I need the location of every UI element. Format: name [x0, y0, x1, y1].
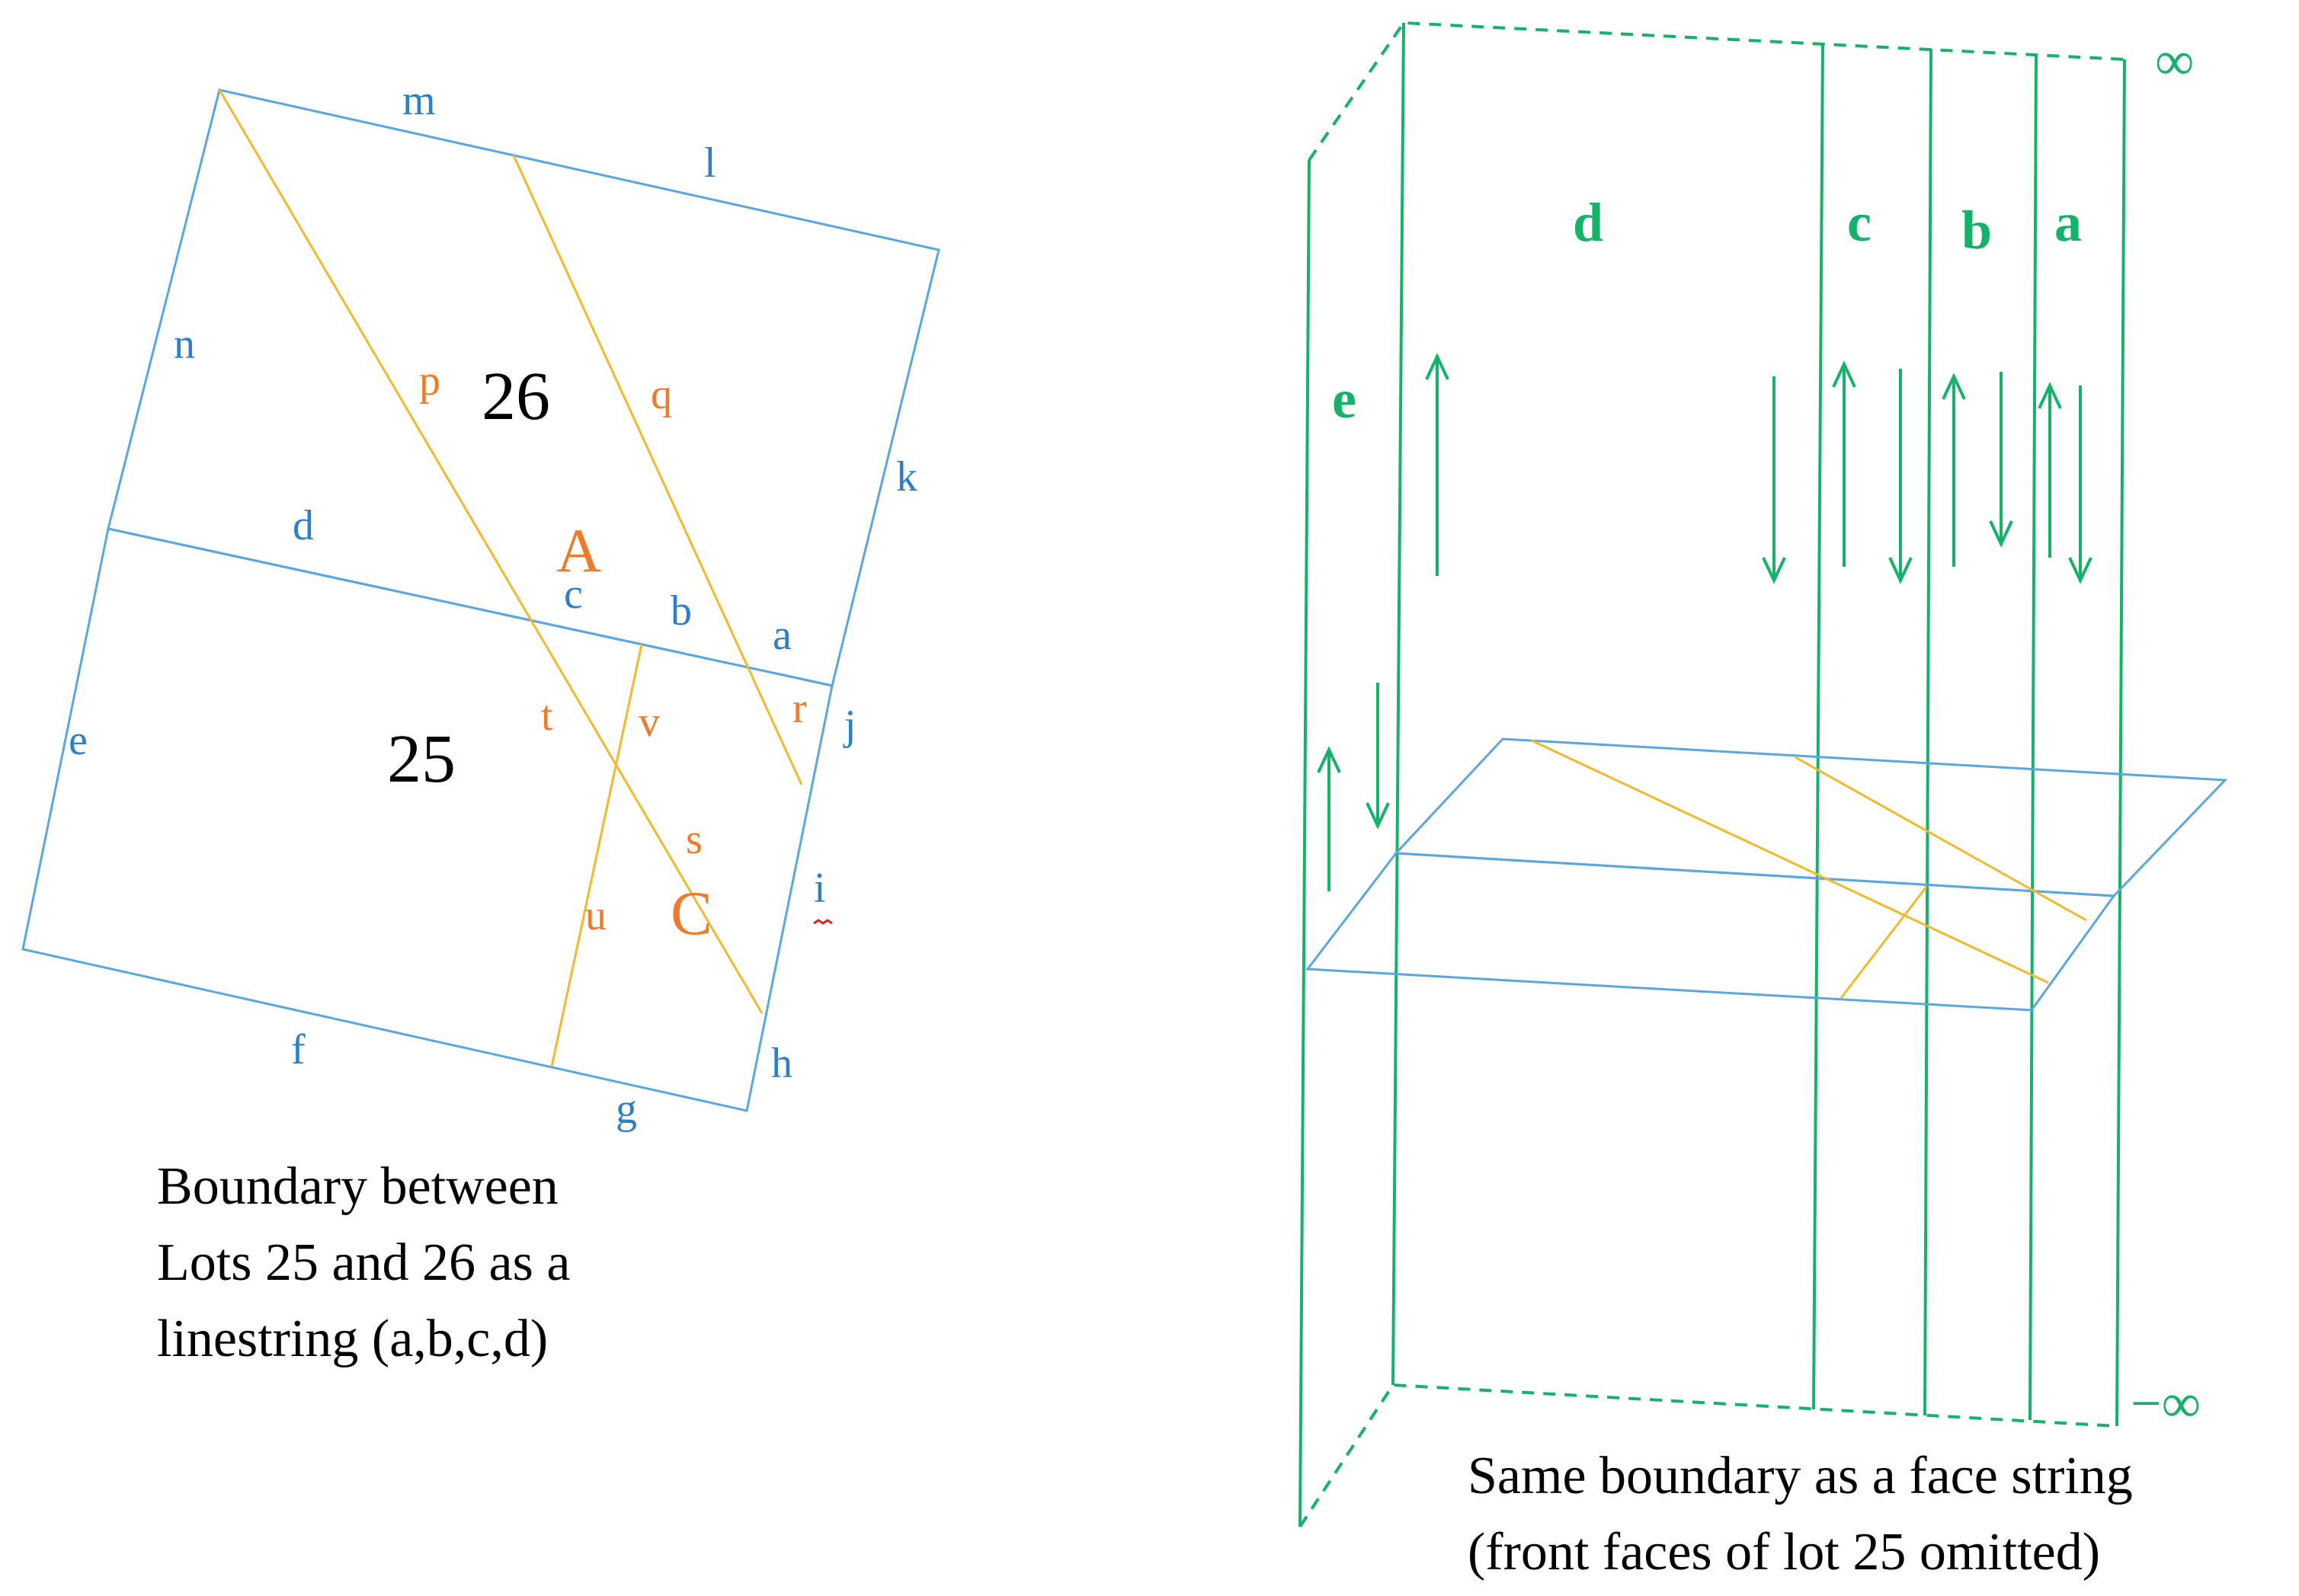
arrow-down-icon	[1989, 372, 2013, 548]
edge-label-h: h	[771, 1040, 792, 1087]
orange-label-s: s	[686, 816, 703, 863]
face-edge-c-b	[1923, 48, 1932, 1416]
left-caption-line-3: linestring (a,b,c,d)	[157, 1310, 548, 1368]
plane-line-u	[1840, 886, 1928, 999]
orientation-arrows	[1317, 353, 2092, 891]
orange-label-v: v	[639, 699, 660, 746]
edge-label-g: g	[616, 1086, 637, 1133]
arrow-up-icon	[2038, 382, 2062, 558]
lot-number-26: 26	[482, 359, 550, 434]
arrow-up-icon	[1317, 746, 1341, 891]
face-edge-e-front	[1298, 159, 1311, 1527]
face-label-a: a	[2054, 192, 2082, 253]
face-edge-d-c	[1812, 43, 1824, 1410]
edge-label-b: b	[671, 587, 692, 635]
face-edge-e-d	[1391, 22, 1405, 1386]
arrow-up-icon	[1425, 353, 1449, 576]
left-parcel-diagram: m l n k d c b a e j i f g h p q t v r s …	[21, 77, 940, 1368]
edge-label-c: c	[564, 571, 583, 618]
region-label-A: A	[556, 516, 601, 585]
face-label-d: d	[1573, 192, 1603, 253]
edge-label-n: n	[174, 321, 195, 368]
right-caption-line-1: Same boundary as a face string	[1468, 1447, 2133, 1505]
lot-number-25: 25	[387, 721, 456, 797]
orange-label-t: t	[541, 692, 553, 740]
edge-label-m: m	[402, 77, 436, 124]
face-edge-a-end	[2115, 59, 2126, 1427]
orange-label-p: p	[419, 357, 440, 405]
positive-infinity-label: ∞	[2155, 30, 2194, 91]
face-label-b: b	[1961, 200, 1992, 261]
spellcheck-squiggle	[813, 919, 833, 925]
right-caption-line-2: (front faces of lot 25 omitted)	[1468, 1523, 2100, 1582]
arrow-down-icon	[1762, 376, 1786, 584]
face-label-c: c	[1847, 192, 1872, 253]
arrow-up-icon	[1832, 360, 1856, 567]
arrow-down-icon	[2068, 385, 2092, 584]
plane-line-q	[1795, 756, 2087, 922]
edge-label-f: f	[291, 1026, 306, 1073]
edge-label-d: d	[293, 502, 314, 549]
line-q-r	[512, 155, 803, 785]
edge-label-a: a	[773, 612, 792, 659]
edge-label-j: j	[843, 702, 857, 749]
lot-25-outline	[21, 527, 834, 1112]
face-top-dashed	[1308, 21, 2125, 162]
arrow-down-icon	[1888, 369, 1913, 584]
orange-label-q: q	[651, 371, 672, 418]
edge-label-i: i	[814, 865, 826, 912]
right-face-string-diagram: d c b a e ∞ −∞ Same boundary as a face s…	[1298, 21, 2228, 1582]
orange-label-r: r	[792, 685, 807, 732]
left-caption-line-1: Boundary between	[157, 1157, 559, 1216]
negative-infinity-label: −∞	[2131, 1373, 2201, 1434]
edge-label-l: l	[704, 139, 716, 187]
plane-lot-25	[1305, 852, 2116, 1012]
left-caption-line-2: Lots 25 and 26 as a	[157, 1233, 570, 1292]
face-edge-b-a	[2028, 54, 2038, 1421]
orange-label-u: u	[585, 892, 607, 939]
line-p-s	[218, 89, 764, 1014]
arrow-down-icon	[1366, 683, 1390, 830]
line-u-v	[550, 644, 643, 1067]
plane-line-p	[1531, 739, 2049, 984]
arrow-up-icon	[1942, 373, 1966, 567]
edge-label-e: e	[69, 717, 88, 764]
face-label-e: e	[1332, 369, 1356, 430]
region-label-C: C	[671, 878, 712, 948]
edge-label-k: k	[896, 453, 917, 501]
